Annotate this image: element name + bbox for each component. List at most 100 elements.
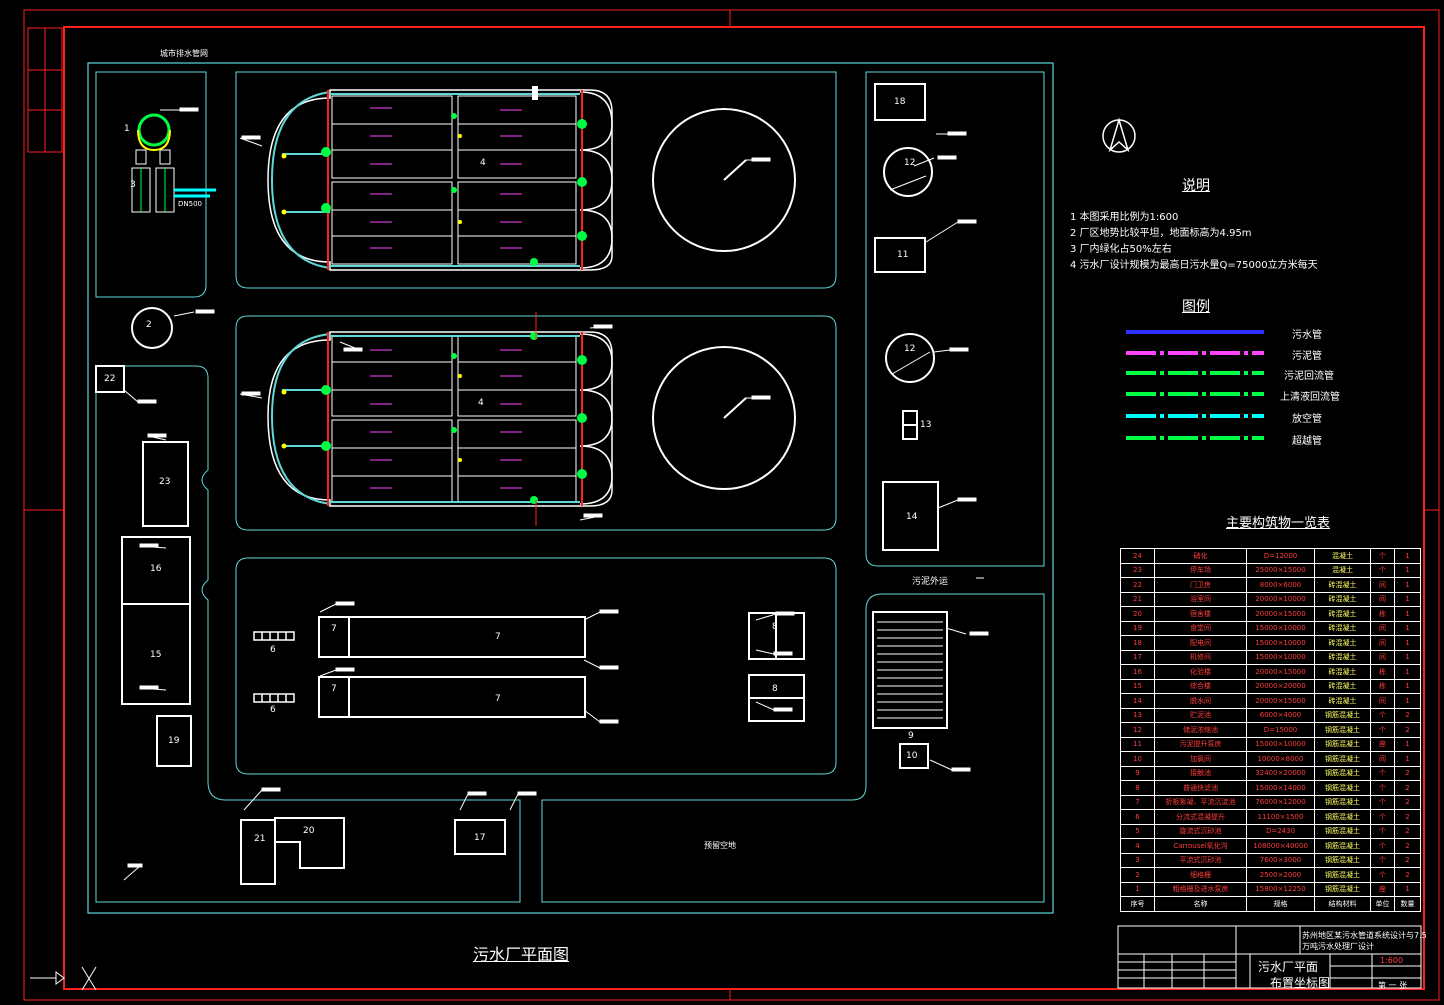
table-cell: 储泥浓缩池: [1154, 722, 1247, 738]
note-item: 1 本图采用比例为1:600: [1070, 212, 1179, 223]
plant-boundary: [87, 62, 1054, 914]
table-cell: 2: [1394, 765, 1421, 781]
table-cell: 综合楼: [1154, 678, 1247, 694]
table-cell: 2: [1394, 838, 1421, 854]
unit-label-2: 2: [146, 320, 152, 330]
unit-label-13: 13: [920, 420, 932, 430]
table-cell: 个: [1370, 794, 1395, 810]
plan-title: 污水厂平面图: [473, 945, 570, 964]
table-cell: 13: [1120, 707, 1155, 723]
unit-label-4a: 4: [480, 158, 486, 168]
table-cell: 2: [1394, 867, 1421, 883]
table-header-cell: 结构材料: [1314, 896, 1371, 912]
table-cell: 19: [1120, 620, 1155, 636]
table-cell: 钢筋混凝土: [1314, 765, 1371, 781]
table-cell: 23: [1120, 562, 1155, 578]
note-item: 2 厂区地势比较平坦，地面标高为4.95m: [1070, 228, 1252, 239]
table-cell: 砖混凝土: [1314, 591, 1371, 607]
table-cell: 加氯间: [1154, 751, 1247, 767]
notes-title: 说明: [1182, 178, 1210, 194]
table-cell: 15: [1120, 678, 1155, 694]
table-cell: 砖混凝土: [1314, 693, 1371, 709]
table-cell: 钢筋混凝土: [1314, 838, 1371, 854]
table-header-cell: 名称: [1154, 896, 1247, 912]
table-cell: 钢筋混凝土: [1314, 780, 1371, 796]
project-title-line1: 苏州地区某污水管道系统设计与7.5: [1302, 931, 1427, 940]
table-cell: 机修间: [1154, 649, 1247, 665]
table-cell: 76000×12000: [1246, 794, 1315, 810]
table-cell: 个: [1370, 765, 1395, 781]
unit-label-20: 20: [303, 826, 315, 836]
mixers: [253, 631, 295, 703]
table-cell: 2: [1394, 794, 1421, 810]
unit-label-7a: 7: [331, 624, 337, 634]
table-cell: D=12000: [1246, 548, 1315, 564]
table-cell: 14: [1120, 693, 1155, 709]
table-cell: 1: [1394, 881, 1421, 897]
table-cell: 化验楼: [1154, 664, 1247, 680]
table-cell: 15000×10000: [1246, 649, 1315, 665]
table-cell: 20: [1120, 606, 1155, 622]
table-cell: 11: [1120, 736, 1155, 752]
table-cell: 混凝土: [1314, 562, 1371, 578]
table-cell: 32400×20000: [1246, 765, 1315, 781]
unit-label-23: 23: [159, 477, 171, 487]
table-header-cell: 序号: [1120, 896, 1155, 912]
unit-label-14: 14: [906, 512, 918, 522]
table-cell: 钢筋混凝土: [1314, 809, 1371, 825]
table-cell: 6000×4000: [1246, 707, 1315, 723]
table-cell: 钢筋混凝土: [1314, 823, 1371, 839]
table-cell: 砖混凝土: [1314, 577, 1371, 593]
table-cell: 间: [1370, 591, 1395, 607]
table-cell: 分流式混凝提升: [1154, 809, 1247, 825]
building-table-title: 主要构筑物一览表: [1226, 516, 1331, 531]
sheet-number: 第 一 张: [1378, 981, 1408, 990]
drawing-name-2: 布置坐标图: [1270, 976, 1331, 990]
table-cell: 个: [1370, 722, 1395, 738]
unit-label-16: 16: [150, 564, 162, 574]
table-cell: 个: [1370, 809, 1395, 825]
table-cell: 1: [1394, 693, 1421, 709]
table-cell: 20000×10000: [1246, 591, 1315, 607]
table-cell: 钢筋混凝土: [1314, 722, 1371, 738]
scale-value: 1:600: [1380, 956, 1404, 965]
unit-label-1: 1: [124, 124, 130, 134]
table-cell: 浴室间: [1154, 591, 1247, 607]
table-cell: 1: [1394, 664, 1421, 680]
table-cell: 砖混凝土: [1314, 664, 1371, 680]
table-cell: 间: [1370, 635, 1395, 651]
table-cell: 1: [1394, 751, 1421, 767]
outer-frame: [23, 9, 1440, 1001]
unit-label-6a: 6: [270, 645, 276, 655]
unit-label-17: 17: [474, 833, 486, 843]
table-cell: 间: [1370, 649, 1395, 665]
table-cell: 砖混凝土: [1314, 678, 1371, 694]
table-cell: 16: [1120, 664, 1155, 680]
table-cell: 座: [1370, 881, 1395, 897]
table-cell: 接触池: [1154, 765, 1247, 781]
table-cell: 2: [1394, 823, 1421, 839]
table-cell: Carrousel氧化沟: [1154, 838, 1247, 854]
table-cell: 钢筋混凝土: [1314, 751, 1371, 767]
table-cell: 1: [1394, 736, 1421, 752]
table-cell: 11100×1500: [1246, 809, 1315, 825]
unit-label-7b: 7: [495, 632, 501, 642]
table-cell: 10000×8000: [1246, 751, 1315, 767]
table-cell: 20000×15000: [1246, 664, 1315, 680]
unit-label-8a: 8: [772, 622, 778, 632]
clarifiers: [652, 108, 796, 490]
table-cell: 8: [1120, 780, 1155, 796]
table-cell: 22: [1120, 577, 1155, 593]
